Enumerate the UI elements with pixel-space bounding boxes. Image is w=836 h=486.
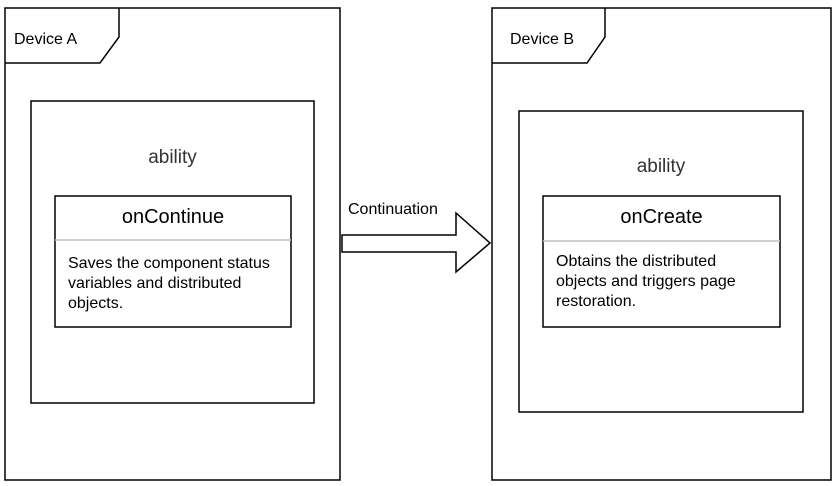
- oncontinue-description: Saves the component status variables and…: [68, 255, 270, 312]
- oncontinue-title: onContinue: [121, 206, 225, 228]
- device-a-label: Device A: [14, 31, 78, 48]
- oncreate-description: Obtains the distributed objects and trig…: [556, 253, 736, 310]
- device-b-label: Device B: [510, 31, 575, 48]
- oncontinue-box: [54, 195, 292, 328]
- device-b-tab: [492, 8, 606, 64]
- oncreate-box: [542, 195, 781, 328]
- device-b-ability-label: ability: [636, 156, 686, 177]
- oncreate-title: onCreate: [620, 206, 703, 228]
- device-a-ability-label: ability: [148, 147, 197, 168]
- device-a-tab: [5, 8, 120, 64]
- continuation-arrow: [341, 211, 492, 274]
- continuation-label: Continuation: [348, 201, 438, 218]
